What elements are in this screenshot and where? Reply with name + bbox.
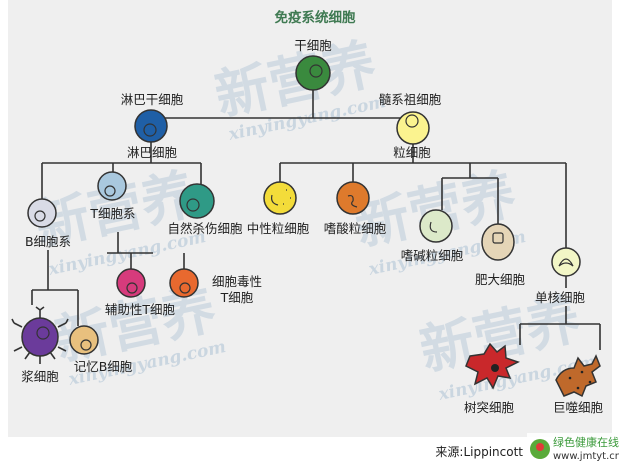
label-macrophage: 巨噬细胞 (553, 400, 604, 415)
logo-name: 绿色健康在线 (553, 435, 619, 449)
myeloid-progenitor-icon (396, 111, 430, 145)
stem-cell (295, 55, 331, 91)
source-credit: 来源:Lippincott (435, 445, 523, 459)
label-cytotoxic-t-cell: 细胞毒性 (212, 274, 262, 289)
logo-url: www.jmtyt.cn (553, 451, 619, 462)
label-t-lineage: T细胞系 (89, 206, 135, 221)
label-stem-cell: 干细胞 (294, 38, 332, 53)
basophil-icon (419, 209, 453, 243)
stem-cell-icon (295, 55, 331, 91)
neutrophil-icon (263, 181, 297, 215)
site-logo: 绿色健康在线 www.jmtyt.cn (527, 433, 619, 465)
label-nk-cell: 自然杀伤细胞 (167, 221, 243, 236)
label-memory-b-cell: 记忆B细胞 (74, 359, 133, 374)
macrophage-icon (555, 354, 601, 398)
label-basophil: 嗜碱粒细胞 (401, 248, 464, 263)
label-granulocyte: 粒细胞 (393, 145, 431, 160)
lymphoid-stem-cell-icon (134, 109, 168, 143)
monocyte-icon (551, 247, 581, 277)
label-helper-t-cell: 辅助性T细胞 (105, 302, 176, 317)
label-lymphoid-stem-cell: 淋巴干细胞 (121, 92, 184, 107)
label-b-lineage: B细胞系 (25, 234, 71, 249)
plasma-cell-icon (11, 306, 69, 364)
mast-cell-icon (481, 223, 515, 261)
label-monocyte: 单核细胞 (535, 290, 586, 305)
diagram-title: 免疫系统细胞 (275, 9, 356, 26)
b-lineage-icon (27, 198, 57, 228)
label-plasma-cell: 浆细胞 (21, 369, 59, 384)
label-mast-cell: 肥大细胞 (475, 272, 526, 287)
label-myeloid-progenitor: 髓系祖细胞 (379, 92, 442, 107)
label-dendritic-cell: 树突细胞 (464, 400, 515, 415)
label-cytotoxic-t-cell-2: T细胞 (220, 290, 254, 305)
dendritic-cell-icon (465, 342, 520, 390)
label-lymphocyte: 淋巴细胞 (127, 145, 178, 160)
label-eosinophil: 嗜酸粒细胞 (324, 221, 387, 236)
label-neutrophil: 中性粒细胞 (247, 221, 310, 236)
connector-lines (31, 90, 601, 350)
